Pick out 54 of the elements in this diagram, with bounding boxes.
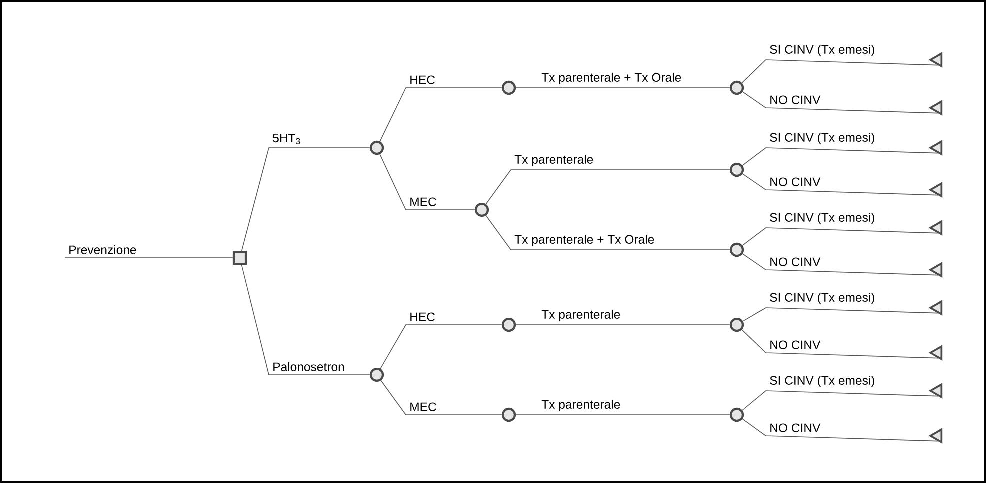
branch-label: HEC bbox=[410, 76, 436, 84]
chance-circle bbox=[502, 80, 516, 96]
chance-circle bbox=[502, 318, 516, 332]
chance-circle bbox=[502, 408, 516, 422]
branch-label: Tx parenterale bbox=[514, 154, 594, 166]
branch-label: Tx parenterale bbox=[542, 310, 620, 322]
decision-square bbox=[232, 250, 248, 266]
branch-line bbox=[742, 174, 938, 196]
branch-line bbox=[516, 324, 730, 326]
chance-circle bbox=[730, 162, 744, 178]
branch-label: Tx parenterale + Tx Orale bbox=[542, 72, 682, 84]
branch-label: SI CINV (Tx emesi) bbox=[770, 376, 874, 388]
branch-label: SI CINV (Tx emesi) bbox=[770, 212, 874, 224]
branch-line bbox=[380, 380, 502, 416]
branch-line bbox=[742, 308, 938, 322]
branch-line bbox=[486, 215, 730, 250]
branch-label: HEC bbox=[410, 312, 436, 322]
branch-label: Palonosetron bbox=[274, 362, 344, 372]
chance-circle bbox=[730, 408, 744, 422]
branch-line bbox=[742, 330, 938, 359]
branch-line bbox=[380, 154, 476, 210]
branch-line bbox=[241, 148, 370, 252]
branch-label: NO CINV bbox=[770, 340, 821, 350]
branch-line bbox=[380, 324, 502, 370]
chance-circle bbox=[474, 202, 490, 218]
chance-circle bbox=[730, 242, 744, 258]
branch-label: Prevenzione bbox=[70, 245, 136, 254]
chance-circle bbox=[370, 140, 384, 156]
chance-circle bbox=[730, 318, 744, 332]
chance-circle bbox=[730, 80, 744, 96]
branch-label: 5HT$_{3}$ bbox=[273, 134, 300, 144]
branch-line bbox=[742, 418, 938, 442]
branch-label: NO CINV bbox=[770, 258, 821, 266]
branch-line bbox=[742, 92, 938, 114]
branch-label: NO CINV bbox=[770, 96, 821, 104]
branch-line bbox=[241, 264, 370, 376]
branch-line bbox=[486, 170, 730, 205]
branch-label: MEC bbox=[410, 402, 436, 412]
branch-label: SI CINV (Tx emesi) bbox=[770, 44, 874, 56]
branch-label: NO CINV bbox=[770, 178, 821, 186]
branch-line bbox=[742, 254, 938, 276]
branch-label: NO CINV bbox=[770, 424, 821, 432]
branch-line bbox=[742, 60, 938, 84]
branch-line bbox=[742, 390, 938, 411]
branch-line bbox=[742, 148, 938, 166]
branch-label: Tx parenterale bbox=[542, 400, 620, 412]
branch-label: Tx parenterale + Tx Orale bbox=[514, 234, 654, 246]
branch-label: MEC bbox=[410, 198, 436, 206]
branch-line bbox=[742, 228, 938, 246]
branch-line bbox=[516, 414, 730, 416]
branch-label: SI CINV (Tx emesi) bbox=[770, 132, 874, 144]
branch-label: SI CINV (Tx emesi) bbox=[770, 292, 874, 304]
chance-circle bbox=[370, 368, 384, 382]
branch-line bbox=[380, 88, 502, 142]
